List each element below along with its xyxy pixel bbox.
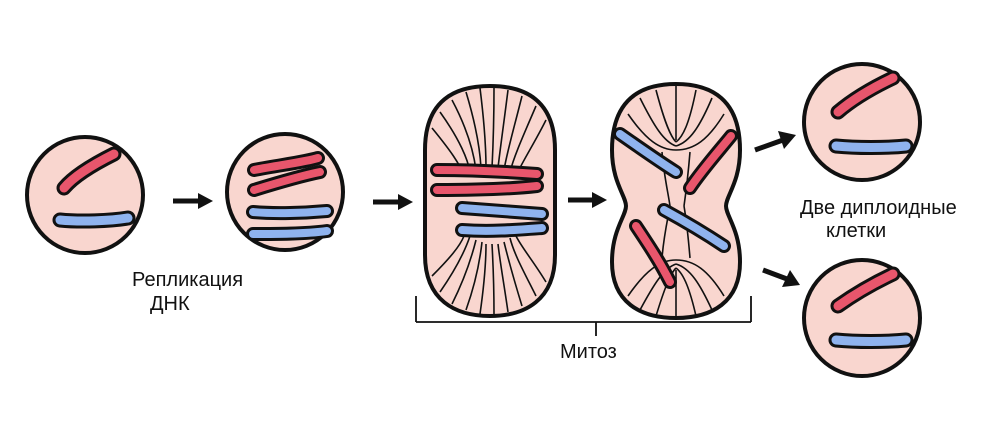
- diploid-cells-label: Две диплоидные: [800, 197, 957, 219]
- cell-anaphase: [609, 81, 743, 321]
- arrow-right-icon: [173, 193, 213, 209]
- daughter-cell-top: [802, 62, 922, 182]
- arrow-down-right-icon: [762, 267, 800, 287]
- arrow-right-icon: [373, 194, 413, 210]
- replication-label: Репликация: [132, 269, 244, 291]
- cell-metaphase: [423, 83, 557, 319]
- cell-initial: [25, 135, 145, 255]
- arrow-right-icon: [568, 192, 607, 208]
- mitosis-label: Митоз: [560, 341, 617, 363]
- daughter-cell-bottom: [802, 258, 922, 378]
- replication-label-dna: ДНК: [150, 293, 190, 315]
- mitosis-bracket: [415, 296, 752, 336]
- cell-replicated: [225, 132, 345, 252]
- arrow-up-right-icon: [754, 131, 796, 153]
- diploid-cells-label-2: клетки: [826, 220, 887, 242]
